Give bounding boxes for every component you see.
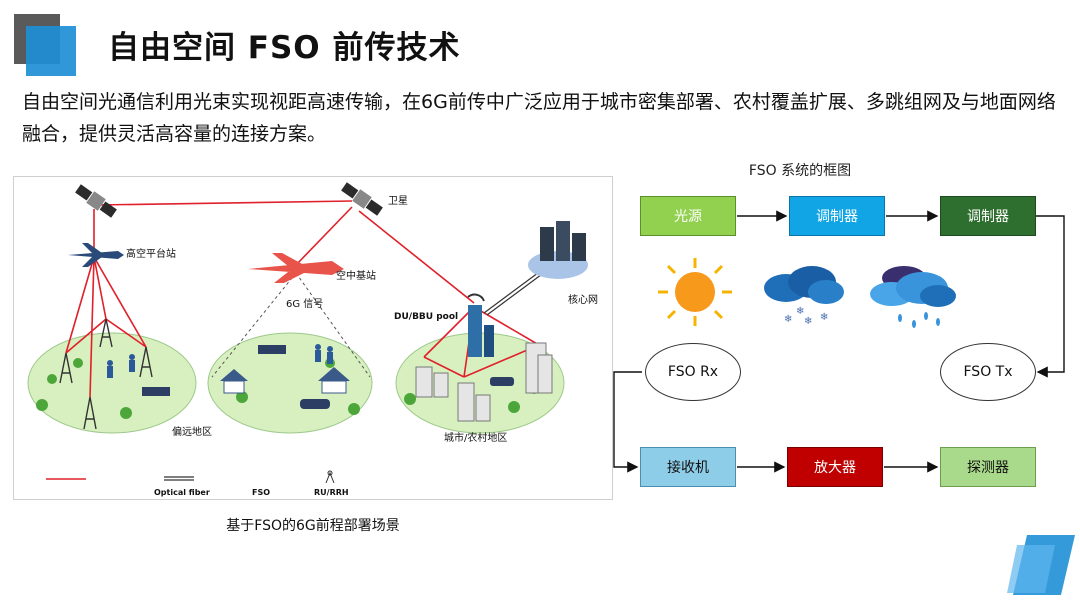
logo-mark	[14, 14, 76, 76]
svg-text:❄: ❄	[796, 306, 804, 317]
modulator-block-2: 调制器	[940, 196, 1036, 236]
legend-rru-icon	[325, 470, 335, 484]
satellite-icon	[75, 184, 117, 218]
aerial-plane-icon	[248, 253, 344, 283]
radio-tower-icon	[59, 318, 153, 430]
svg-text:❄: ❄	[804, 316, 812, 327]
label-hap: 高空平台站	[126, 247, 176, 260]
label-remote: 偏远地区	[172, 425, 212, 438]
vehicle-icon	[142, 345, 514, 409]
amplifier-block: 放大器	[787, 447, 883, 487]
remote-area-ground	[27, 332, 197, 434]
house-icon	[220, 367, 350, 394]
label-satellite: 卫星	[388, 195, 408, 207]
fso-rx-node: FSO Rx	[645, 343, 741, 401]
modulator-block: 调制器	[789, 196, 885, 236]
corner-decoration	[1007, 535, 1075, 595]
label-urban: 城市/农村地区	[444, 431, 507, 444]
label-dubbu: DU/BBU pool	[394, 312, 458, 322]
receiver-block: 接收机	[640, 447, 736, 487]
fso-diagram-title: FSO 系统的框图	[748, 163, 852, 179]
snow-cloud-icon: ❄❄❄❄	[764, 266, 844, 327]
scene-svg: 卫星 高空平台站 空中基站 6G 信号 核心网 DU/BBU pool 偏远地区…	[27, 182, 598, 497]
fso-links	[46, 200, 540, 480]
label-signal: 6G 信号	[286, 298, 323, 310]
building-icon	[415, 342, 553, 422]
person-icon	[107, 344, 333, 378]
core-network-icon	[528, 221, 588, 279]
figure-caption: 基于FSO的6G前程部署场景	[226, 518, 400, 534]
svg-text:❄: ❄	[784, 314, 792, 325]
legend-fiber: Optical fiber	[154, 488, 210, 497]
label-core: 核心网	[568, 293, 598, 306]
legend-rru: RU/RRH	[314, 488, 349, 497]
light-source-block: 光源	[640, 196, 736, 236]
hap-plane-icon	[68, 243, 124, 267]
sun-icon	[658, 258, 732, 326]
intro-text: 自由空间光通信利用光束实现视距高速传输，在6G前传中广泛应用于城市密集部署、农村…	[22, 91, 1056, 145]
rain-cloud-icon	[870, 266, 956, 328]
detector-block: 探测器	[940, 447, 1036, 487]
label-aerial: 空中基站	[336, 269, 376, 282]
legend-fso: FSO	[252, 488, 270, 497]
page-title: 自由空间 FSO 前传技术	[108, 30, 461, 66]
svg-text:❄: ❄	[820, 312, 828, 323]
dubbu-tower-icon	[467, 293, 494, 357]
fso-tx-node: FSO Tx	[940, 343, 1036, 401]
satellite-icon	[341, 182, 383, 216]
deployment-scene-figure: 卫星 高空平台站 空中基站 6G 信号 核心网 DU/BBU pool 偏远地区…	[13, 176, 613, 500]
